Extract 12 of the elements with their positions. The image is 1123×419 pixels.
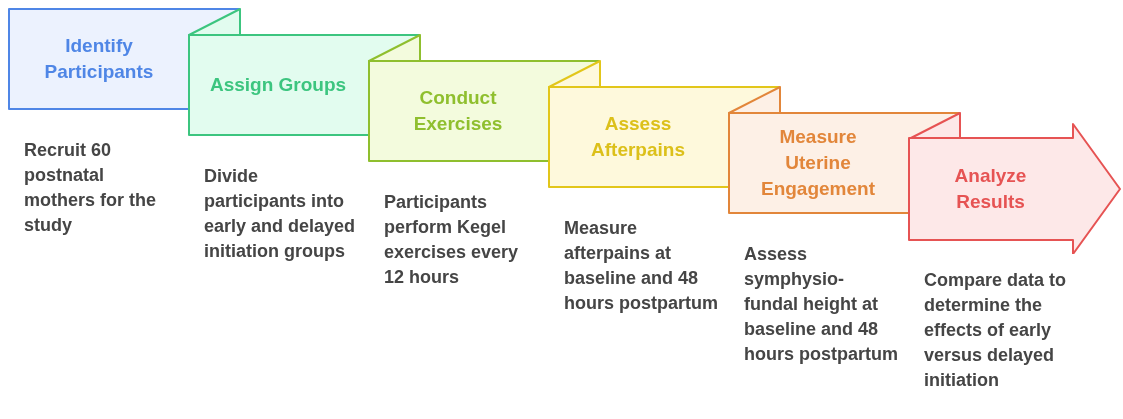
step-description: Recruit 60 postnatal mothers for the study bbox=[24, 139, 157, 237]
step-title: Measure Uterine Engagement bbox=[760, 125, 876, 201]
step-description: Compare data to determine the effects of early versus delayed initiation bbox=[924, 269, 1068, 392]
step-title: Conduct Exercises bbox=[412, 86, 504, 136]
step-title: Assess Afterpains bbox=[590, 112, 686, 162]
step-title: Assign Groups bbox=[209, 73, 347, 97]
step-title: Analyze Results bbox=[953, 164, 1028, 214]
step-title: Identify Participants bbox=[43, 34, 155, 84]
step-description: Measure afterpains at baseline and 48 hours postpartum bbox=[564, 217, 718, 315]
step-description: Participants perform Kegel exercises every 12 hours bbox=[384, 191, 520, 289]
step-description: Assess symphysio-fundal height at baseline and 48 hours postpartum bbox=[744, 243, 898, 366]
step-description: Divide participants into early and delayed initiation groups bbox=[204, 165, 357, 263]
